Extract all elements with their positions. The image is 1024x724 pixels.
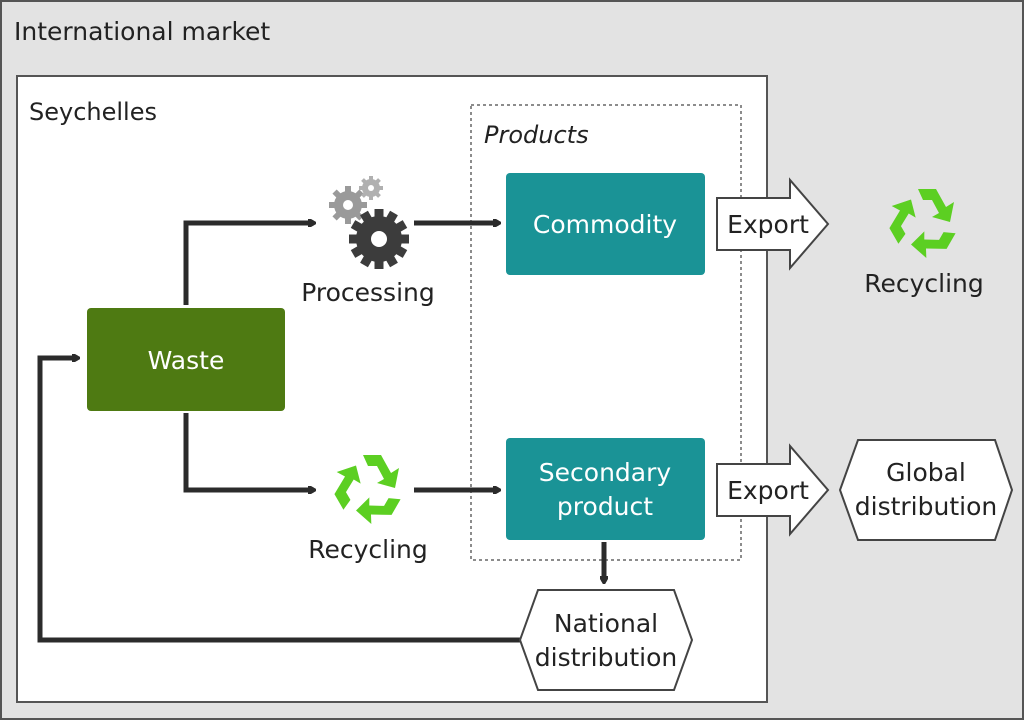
secondary-product-label-line1: Secondary bbox=[539, 458, 672, 487]
gears-icon bbox=[329, 176, 409, 269]
seychelles-label: Seychelles bbox=[29, 98, 157, 126]
global-distribution-box bbox=[838, 439, 1014, 541]
export-top-label: Export bbox=[727, 210, 809, 239]
global-distribution-label-line1: Global bbox=[886, 458, 966, 487]
waste-box bbox=[87, 308, 285, 411]
export-bottom-label: Export bbox=[727, 476, 809, 505]
processing-label: Processing bbox=[301, 278, 435, 307]
commodity-box bbox=[506, 173, 705, 275]
national-distribution-box bbox=[518, 589, 694, 691]
recycling-external-label: Recycling bbox=[864, 269, 984, 298]
commodity-label: Commodity bbox=[533, 210, 677, 239]
arrow-waste-to-processing bbox=[183, 223, 314, 305]
national-distribution-label-line1: National bbox=[554, 609, 658, 638]
secondary-product-box bbox=[506, 438, 705, 540]
recycling-label: Recycling bbox=[308, 535, 428, 564]
secondary-product-label-line2: product bbox=[557, 492, 653, 521]
international-market-label: International market bbox=[14, 17, 270, 46]
waste-label: Waste bbox=[148, 346, 225, 375]
recycle-icon-external bbox=[889, 189, 956, 258]
arrow-waste-to-recycling bbox=[183, 413, 314, 490]
arrow-national-back-to-waste bbox=[37, 358, 520, 643]
national-distribution-label-line2: distribution bbox=[535, 643, 677, 672]
global-distribution-label-line2: distribution bbox=[855, 492, 997, 521]
export-arrow-top bbox=[716, 177, 830, 271]
products-label: Products bbox=[484, 121, 589, 149]
recycle-icon bbox=[334, 455, 401, 524]
connectors bbox=[37, 223, 604, 643]
export-arrow-bottom bbox=[716, 443, 830, 537]
